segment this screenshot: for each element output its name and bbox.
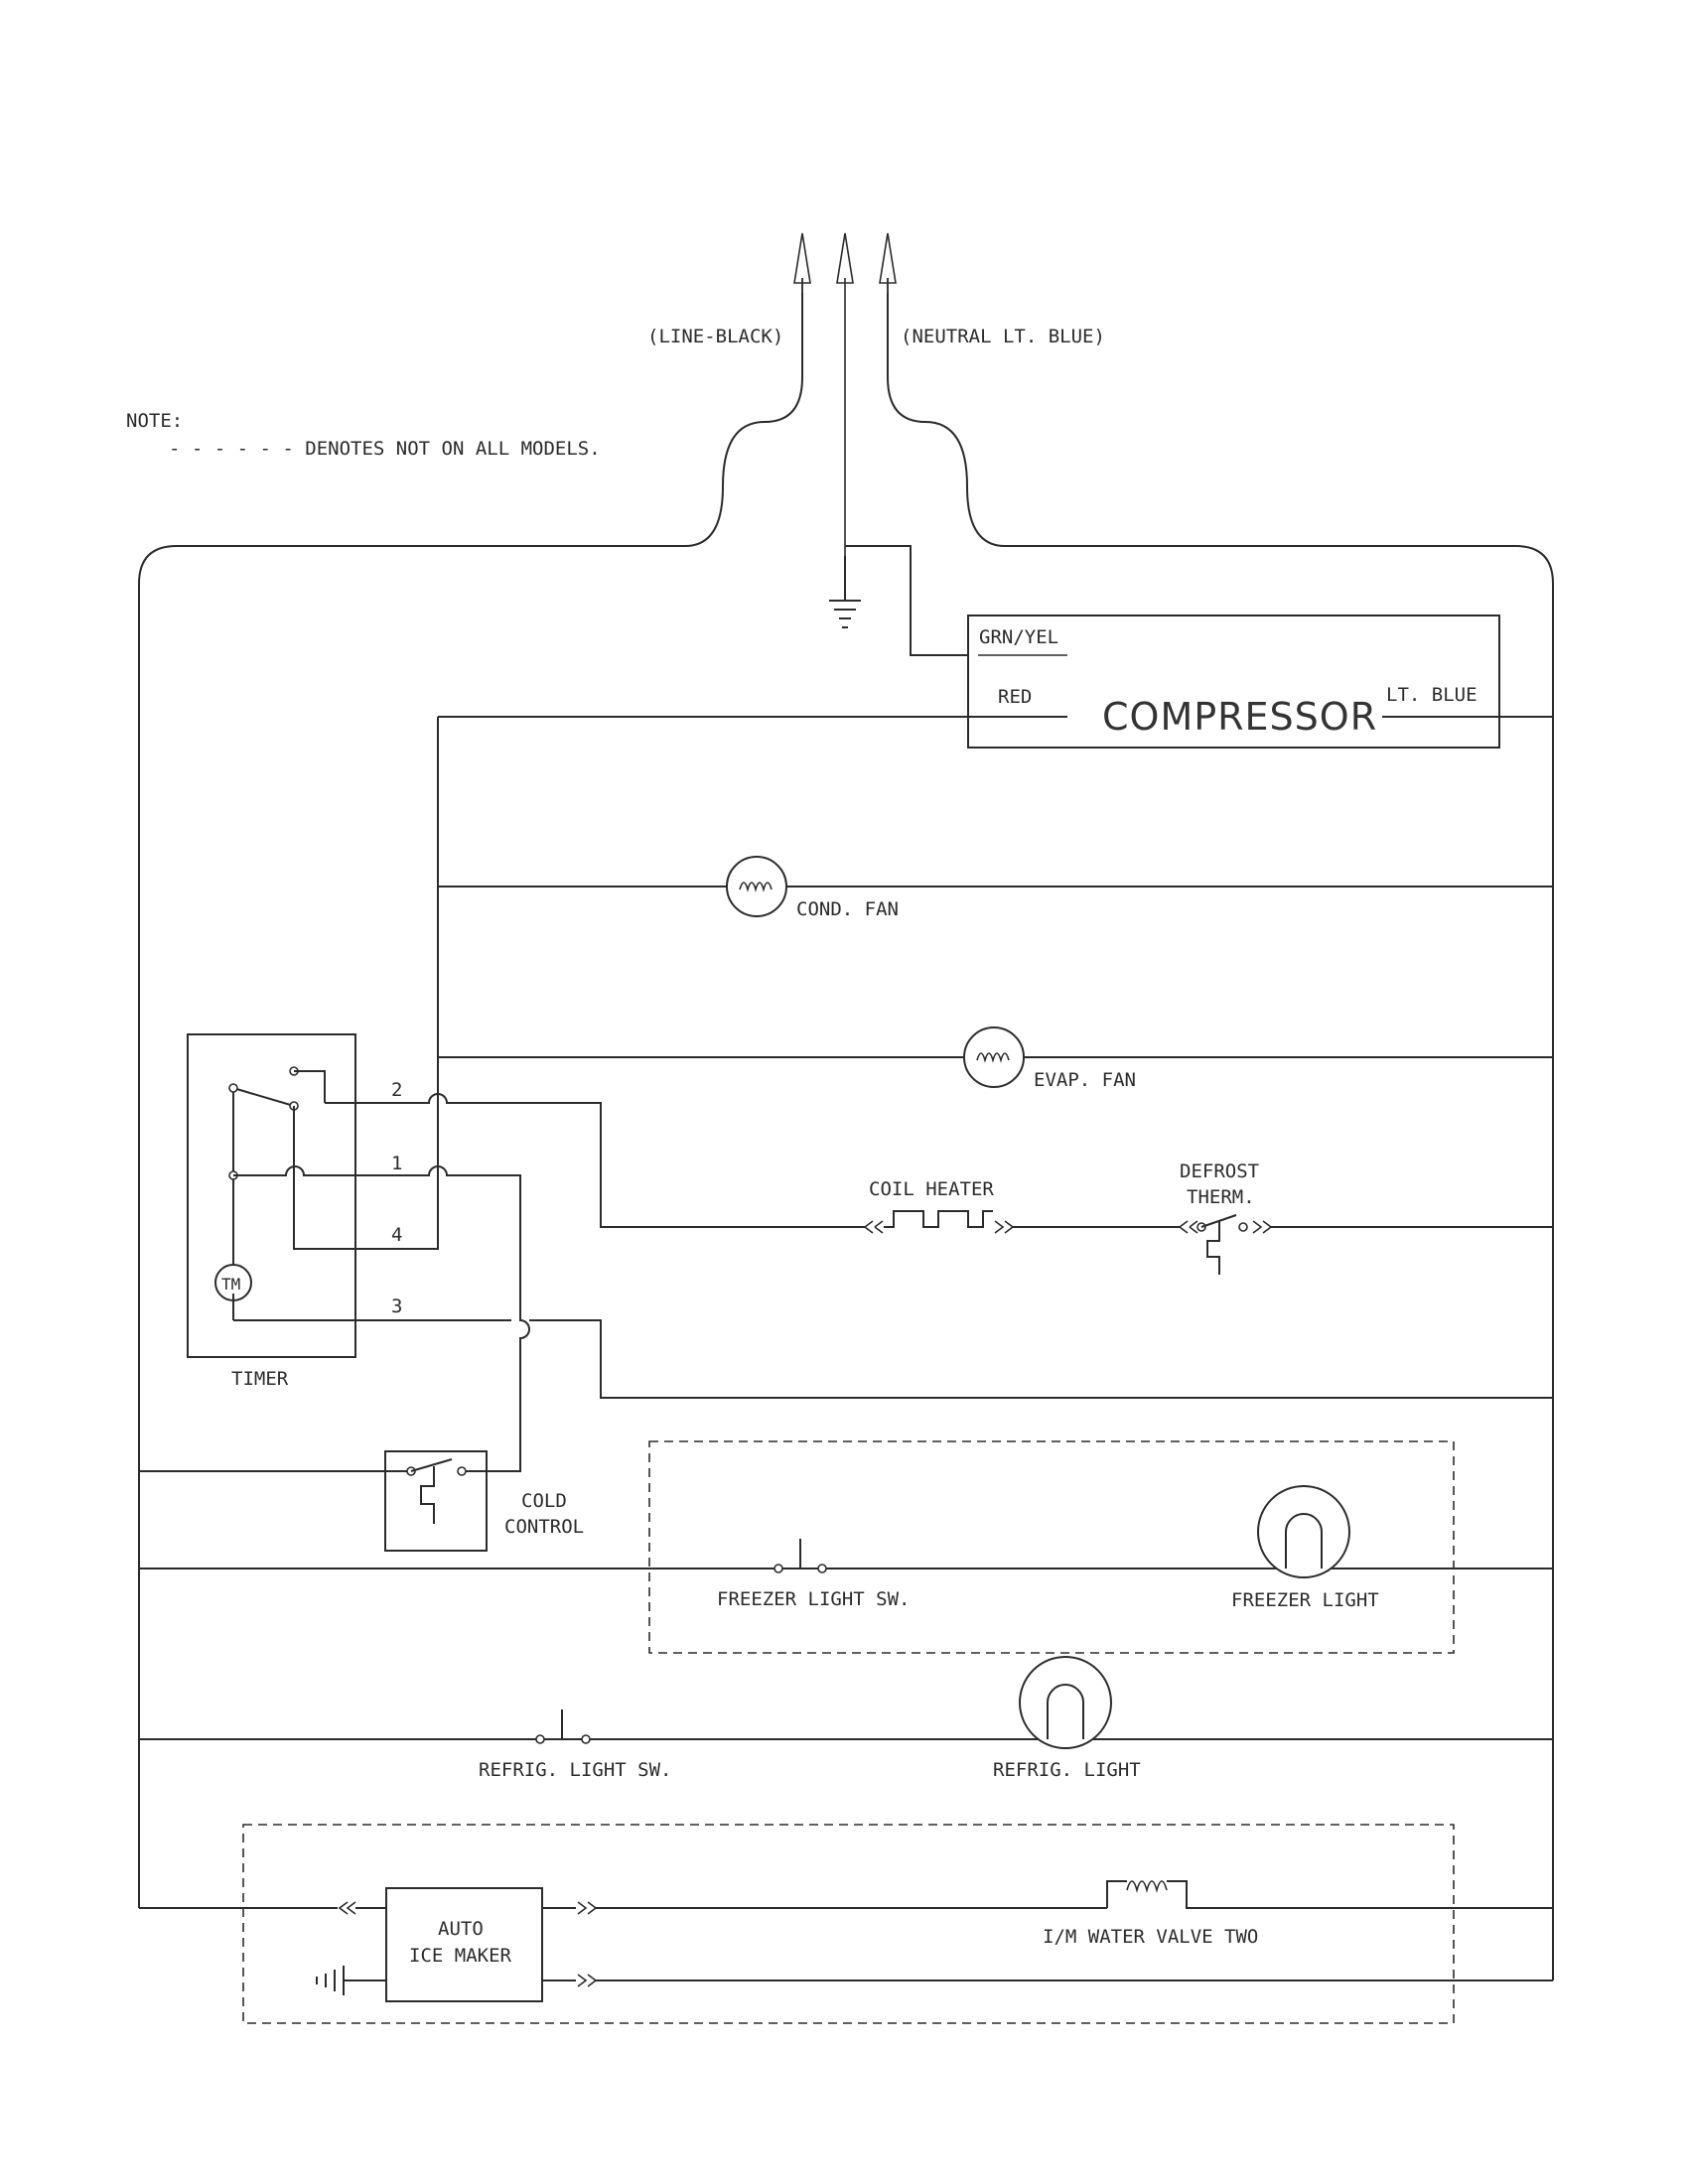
water-valve-solenoid [1106, 1880, 1553, 1909]
ice-maker-box [385, 1887, 543, 2002]
compressor-title: COMPRESSOR [1102, 695, 1377, 739]
refrig-light-bulb [1019, 1656, 1112, 1749]
refrig-light-label: REFRIG. LIGHT [993, 1759, 1141, 1781]
timer-internals: TM [214, 1066, 326, 1320]
timer-motor-circle [214, 1264, 252, 1301]
timer-terminal-3: 3 [391, 1296, 402, 1317]
coil-heater-label: COIL HEATER [869, 1178, 994, 1200]
timer-terminal-1: 1 [391, 1153, 402, 1174]
coil-heater [864, 1210, 1180, 1234]
neutral-bus [887, 293, 1554, 1980]
note-text: - - - - - - DENOTES NOT ON ALL MODELS. [169, 438, 601, 460]
cold-control-switch [139, 1458, 470, 1524]
defrost-thermostat [1179, 1214, 1553, 1275]
timer-box [187, 1033, 356, 1358]
compressor-grn-yel: GRN/YEL [979, 626, 1058, 648]
cold-control-label-1: COLD [521, 1490, 567, 1512]
neutral-label: (NEUTRAL LT. BLUE) [901, 326, 1105, 347]
timer-motor-label: TM [221, 1275, 240, 1294]
refrig-light-sw-label: REFRIG. LIGHT SW. [479, 1759, 671, 1781]
evap-fan-label: EVAP. FAN [1034, 1069, 1136, 1091]
compressor-box [967, 614, 1500, 749]
ice-maker-label-1: AUTO [438, 1918, 484, 1940]
ice-maker-optional-box [242, 1824, 1455, 2024]
ice-maker-label-2: ICE MAKER [409, 1945, 512, 1967]
supply-arrows [793, 232, 897, 556]
cold-control-label-2: CONTROL [504, 1516, 584, 1538]
defrost-therm-label-1: DEFROST [1180, 1160, 1259, 1182]
defrost-therm-label-2: THERM. [1187, 1186, 1255, 1208]
ground-symbol [829, 545, 968, 656]
freezer-light-optional-box [648, 1440, 1455, 1654]
freezer-light-bulb [1257, 1485, 1350, 1578]
timer-terminal-2: 2 [391, 1079, 402, 1101]
timer-label: TIMER [231, 1368, 289, 1390]
compressor-red: RED [998, 686, 1032, 708]
cond-fan-label: COND. FAN [796, 898, 899, 920]
evap-fan-motor [963, 1026, 1025, 1088]
timer-terminal-4: 4 [391, 1224, 402, 1246]
cold-control-box [384, 1450, 488, 1552]
ice-maker-wiring [139, 1901, 1553, 1995]
note-title: NOTE: [126, 410, 183, 432]
freezer-light-label: FREEZER LIGHT [1231, 1589, 1379, 1611]
freezer-light-sw-label: FREEZER LIGHT SW. [717, 1588, 910, 1610]
water-valve-label: I/M WATER VALVE TWO [1043, 1926, 1258, 1948]
cond-fan-motor [726, 856, 787, 917]
compressor-lt-blue: LT. BLUE [1386, 684, 1477, 706]
line-bus [138, 293, 803, 1908]
line-black-label: (LINE-BLACK) [647, 326, 783, 347]
